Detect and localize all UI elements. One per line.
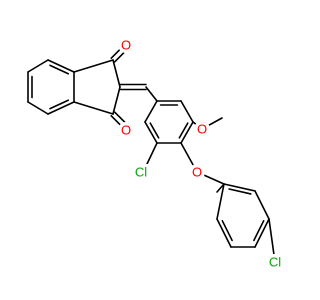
ring-bond (144, 100, 158, 123)
bond (268, 218, 275, 256)
chlorine-label: Cl (135, 165, 147, 180)
oxygen-label: O (121, 38, 131, 53)
aromatic-inner-bond (228, 188, 252, 195)
ring-bond (216, 183, 225, 220)
atom-para-chlorine: Cl (264, 254, 286, 270)
oxygen-label: O (197, 122, 207, 137)
aromatic-inner-bond (221, 220, 233, 242)
chlorine-label: Cl (269, 255, 281, 270)
aromatic-inner-bond (49, 99, 70, 110)
aromatic-inner-bond (253, 220, 265, 242)
atom-carbonyl-oxygen-top: O (118, 37, 134, 53)
bond-layer (27, 47, 275, 256)
ring-bond (73, 101, 114, 115)
aromatic-inner-bond (178, 122, 189, 139)
ring-bond (254, 190, 270, 220)
atom-carbonyl-oxygen-bottom: O (118, 122, 134, 138)
ring-bond (112, 59, 121, 88)
atom-ring-chlorine: Cl (130, 164, 152, 180)
carbonyl-double-bond (110, 114, 123, 127)
oxygen-label: O (192, 165, 202, 180)
bond (145, 86, 158, 102)
ring-bond (254, 218, 270, 248)
ring-bond (27, 59, 49, 73)
atom-methoxy-oxygen: O (194, 121, 210, 137)
ring-bond (27, 101, 49, 115)
ring-bond (180, 121, 194, 144)
ring-bond (216, 218, 232, 248)
ring-bond (144, 121, 158, 144)
carbonyl-double-bond (113, 50, 126, 63)
ring-bond (180, 100, 194, 123)
bond (146, 142, 158, 165)
atom-ether-oxygen: O (189, 164, 205, 180)
aromatic-inner-bond (149, 122, 160, 139)
ring-bond (47, 101, 75, 115)
ring-bond (223, 183, 256, 192)
carbonyl-double-bond (113, 111, 126, 124)
aromatic-inner-bond (49, 64, 70, 75)
chemical-structure-diagram: O O O O Cl Cl (27, 37, 286, 270)
carbonyl-double-bond (110, 47, 123, 60)
ring-bond (112, 86, 121, 115)
oxygen-label: O (121, 123, 131, 138)
ring-bond (47, 59, 75, 73)
ring-bond (73, 59, 114, 73)
bond (216, 183, 225, 193)
